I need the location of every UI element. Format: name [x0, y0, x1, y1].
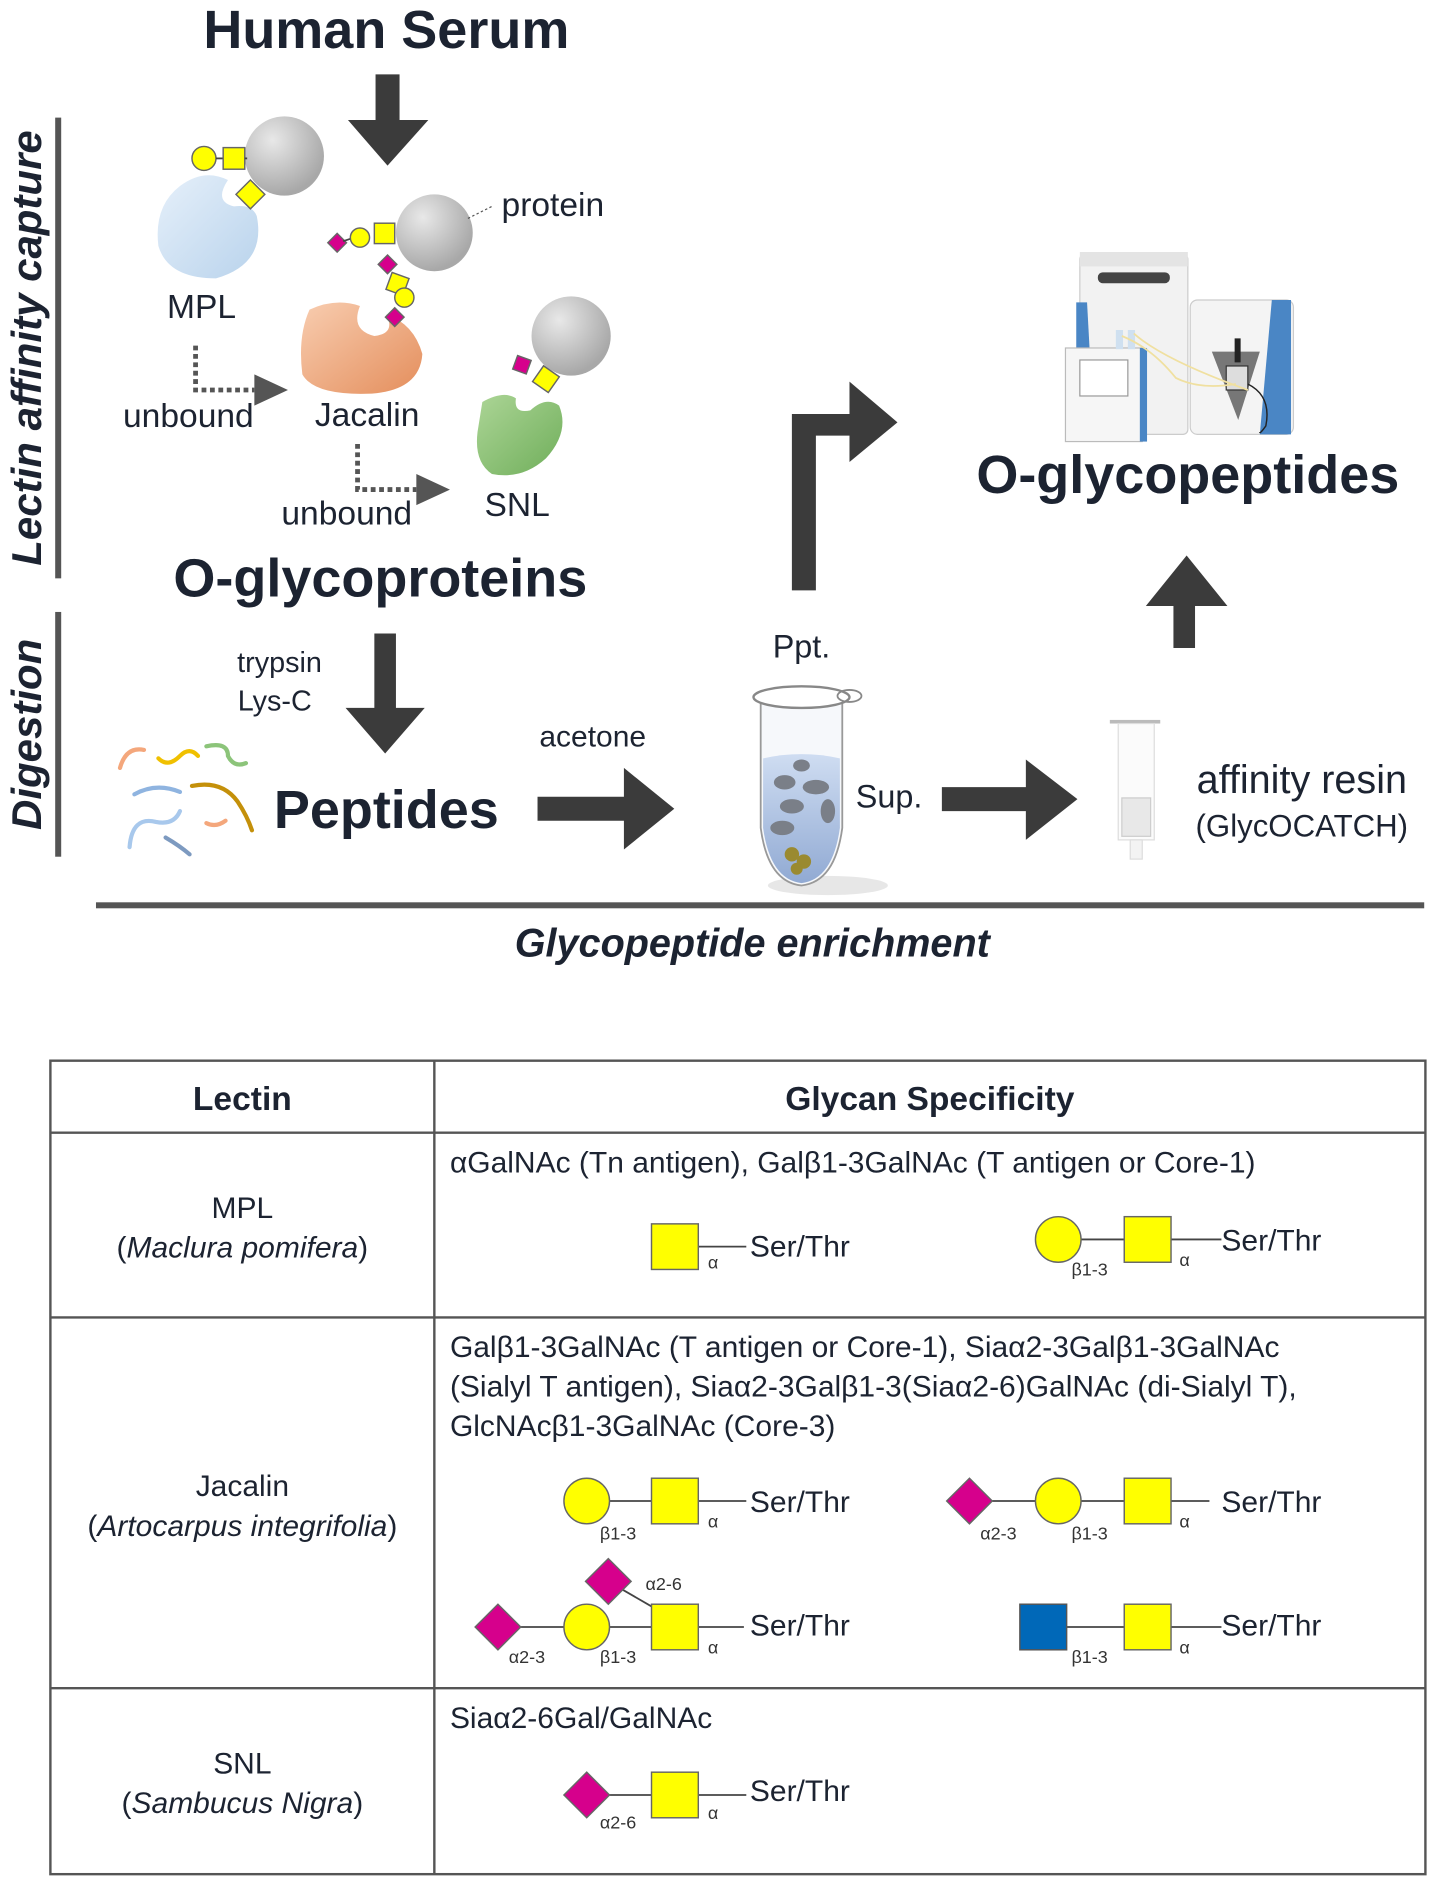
- o-glycopeptides-label: O-glycopeptides: [976, 445, 1399, 505]
- svg-text:α2-6: α2-6: [646, 1574, 682, 1594]
- glycan-sialyl-t: α2-3 β1-3 α Ser/Thr: [945, 1477, 1321, 1543]
- lectin-name: MPL: [212, 1192, 274, 1225]
- table-header-lectin: Lectin: [193, 1081, 292, 1118]
- lectin-species: (Artocarpus integrifolia): [87, 1510, 397, 1543]
- svg-text:α2-3: α2-3: [509, 1647, 545, 1667]
- svg-text:α: α: [1179, 1511, 1189, 1531]
- svg-text:Ser/Thr: Ser/Thr: [1221, 1224, 1321, 1257]
- svg-text:α: α: [708, 1511, 718, 1531]
- snl-label: SNL: [484, 487, 549, 524]
- down-arrow-1: [347, 74, 429, 166]
- enrichment-divider: [95, 902, 1425, 909]
- svg-text:Ser/Thr: Ser/Thr: [750, 1609, 850, 1642]
- peptide-fragments-icon: [117, 743, 255, 857]
- svg-text:α2-6: α2-6: [600, 1813, 636, 1833]
- svg-text:β1-3: β1-3: [600, 1647, 636, 1667]
- snl-lectin-complex: [476, 296, 611, 476]
- right-arrow-sup: [941, 759, 1078, 840]
- jacalin-lectin-complex: [300, 194, 493, 394]
- mass-spectrometer-icon: [1064, 251, 1295, 443]
- svg-text:Ser/Thr: Ser/Thr: [750, 1486, 850, 1519]
- digestion-bar: [55, 611, 62, 857]
- glycan-core3: β1-3 α Ser/Thr: [1019, 1603, 1321, 1667]
- specificity-text: αGalNAc (Tn antigen), Galβ1-3GalNAc (T a…: [450, 1146, 1256, 1179]
- o-glycoproteins-label: O-glycoproteins: [173, 548, 587, 608]
- svg-text:Ser/Thr: Ser/Thr: [750, 1775, 850, 1808]
- snl-lectin-blob: [476, 394, 563, 476]
- svg-text:α: α: [708, 1252, 718, 1272]
- specificity-text: Siaα2-6Gal/GalNAc: [450, 1702, 712, 1735]
- lectin-species: (Sambucus Nigra): [122, 1787, 364, 1820]
- svg-text:α: α: [708, 1803, 718, 1823]
- svg-text:Ser/Thr: Ser/Thr: [1221, 1486, 1321, 1519]
- affinity-column-icon: [1109, 719, 1161, 860]
- specificity-text: (Sialyl T antigen), Siaα2-3Galβ1-3(Siaα2…: [450, 1371, 1297, 1404]
- mpl-lectin-blob: [157, 175, 259, 279]
- svg-text:β1-3: β1-3: [1071, 1647, 1107, 1667]
- svg-text:α: α: [1179, 1637, 1189, 1657]
- unbound-arrow-2: [355, 443, 450, 506]
- protein-sphere: [395, 194, 473, 272]
- jacalin-label: Jacalin: [315, 397, 420, 434]
- specificity-text: Galβ1-3GalNAc (T antigen or Core-1), Sia…: [450, 1331, 1280, 1364]
- lectin-name: SNL: [213, 1747, 271, 1780]
- mpl-lectin-complex: [157, 116, 324, 279]
- svg-text:α: α: [1179, 1250, 1189, 1270]
- svg-text:β1-3: β1-3: [600, 1523, 636, 1543]
- svg-text:Ser/Thr: Ser/Thr: [1221, 1609, 1321, 1642]
- resin-label: affinity resin: [1197, 758, 1407, 802]
- svg-text:α2-3: α2-3: [980, 1523, 1016, 1543]
- svg-text:α: α: [708, 1637, 718, 1657]
- glycan-sialyl-tn: α2-6 α Ser/Thr: [562, 1771, 850, 1833]
- right-arrow-acetone: [537, 767, 675, 850]
- svg-text:β1-3: β1-3: [1071, 1259, 1107, 1279]
- enrichment-caption: Glycopeptide enrichment: [515, 921, 992, 965]
- centrifuge-tube-icon: [752, 685, 888, 896]
- digestion-side-label: Digestion: [3, 639, 50, 830]
- down-arrow-2: [345, 633, 425, 754]
- glycan-disialyl-t: α2-6 α2-3 β1-3 α Ser/Thr: [474, 1557, 850, 1667]
- resin-name-label: (GlycOCATCH): [1196, 808, 1409, 843]
- glycan-core1: β1-3 α Ser/Thr: [1034, 1215, 1321, 1279]
- title: Human Serum: [203, 0, 569, 60]
- lectin-name: Jacalin: [196, 1470, 289, 1503]
- ppt-label: Ppt.: [773, 629, 831, 665]
- unbound-arrow-1: [193, 345, 288, 406]
- protein-sphere: [244, 116, 324, 196]
- svg-text:Ser/Thr: Ser/Thr: [750, 1230, 850, 1263]
- capture-bar: [55, 117, 62, 579]
- sup-label: Sup.: [856, 779, 923, 815]
- enzyme-trypsin: trypsin: [237, 647, 322, 679]
- peptides-label: Peptides: [274, 780, 499, 840]
- glycan-tn-antigen: α Ser/Thr: [650, 1223, 850, 1272]
- lectin-species: (Maclura pomifera): [117, 1231, 369, 1264]
- up-arrow: [1145, 555, 1228, 648]
- lectin-specificity-table: [49, 1059, 1427, 1876]
- unbound-label-1: unbound: [123, 398, 254, 435]
- elbow-arrow-ppt: [791, 381, 898, 591]
- capture-side-label: Lectin affinity capture: [3, 130, 50, 565]
- mpl-label: MPL: [167, 289, 236, 326]
- svg-text:β1-3: β1-3: [1071, 1523, 1107, 1543]
- table-header-specificity: Glycan Specificity: [785, 1081, 1075, 1118]
- acetone-label: acetone: [539, 720, 646, 753]
- protein-sphere: [531, 296, 611, 376]
- protein-label: protein: [502, 187, 605, 224]
- glycan-core1: β1-3 α Ser/Thr: [563, 1477, 850, 1543]
- jacalin-lectin-blob: [300, 302, 423, 394]
- unbound-label-2: unbound: [281, 495, 412, 532]
- specificity-text: GlcNAcβ1-3GalNAc (Core-3): [450, 1410, 835, 1443]
- enzyme-lysc: Lys-C: [238, 685, 312, 717]
